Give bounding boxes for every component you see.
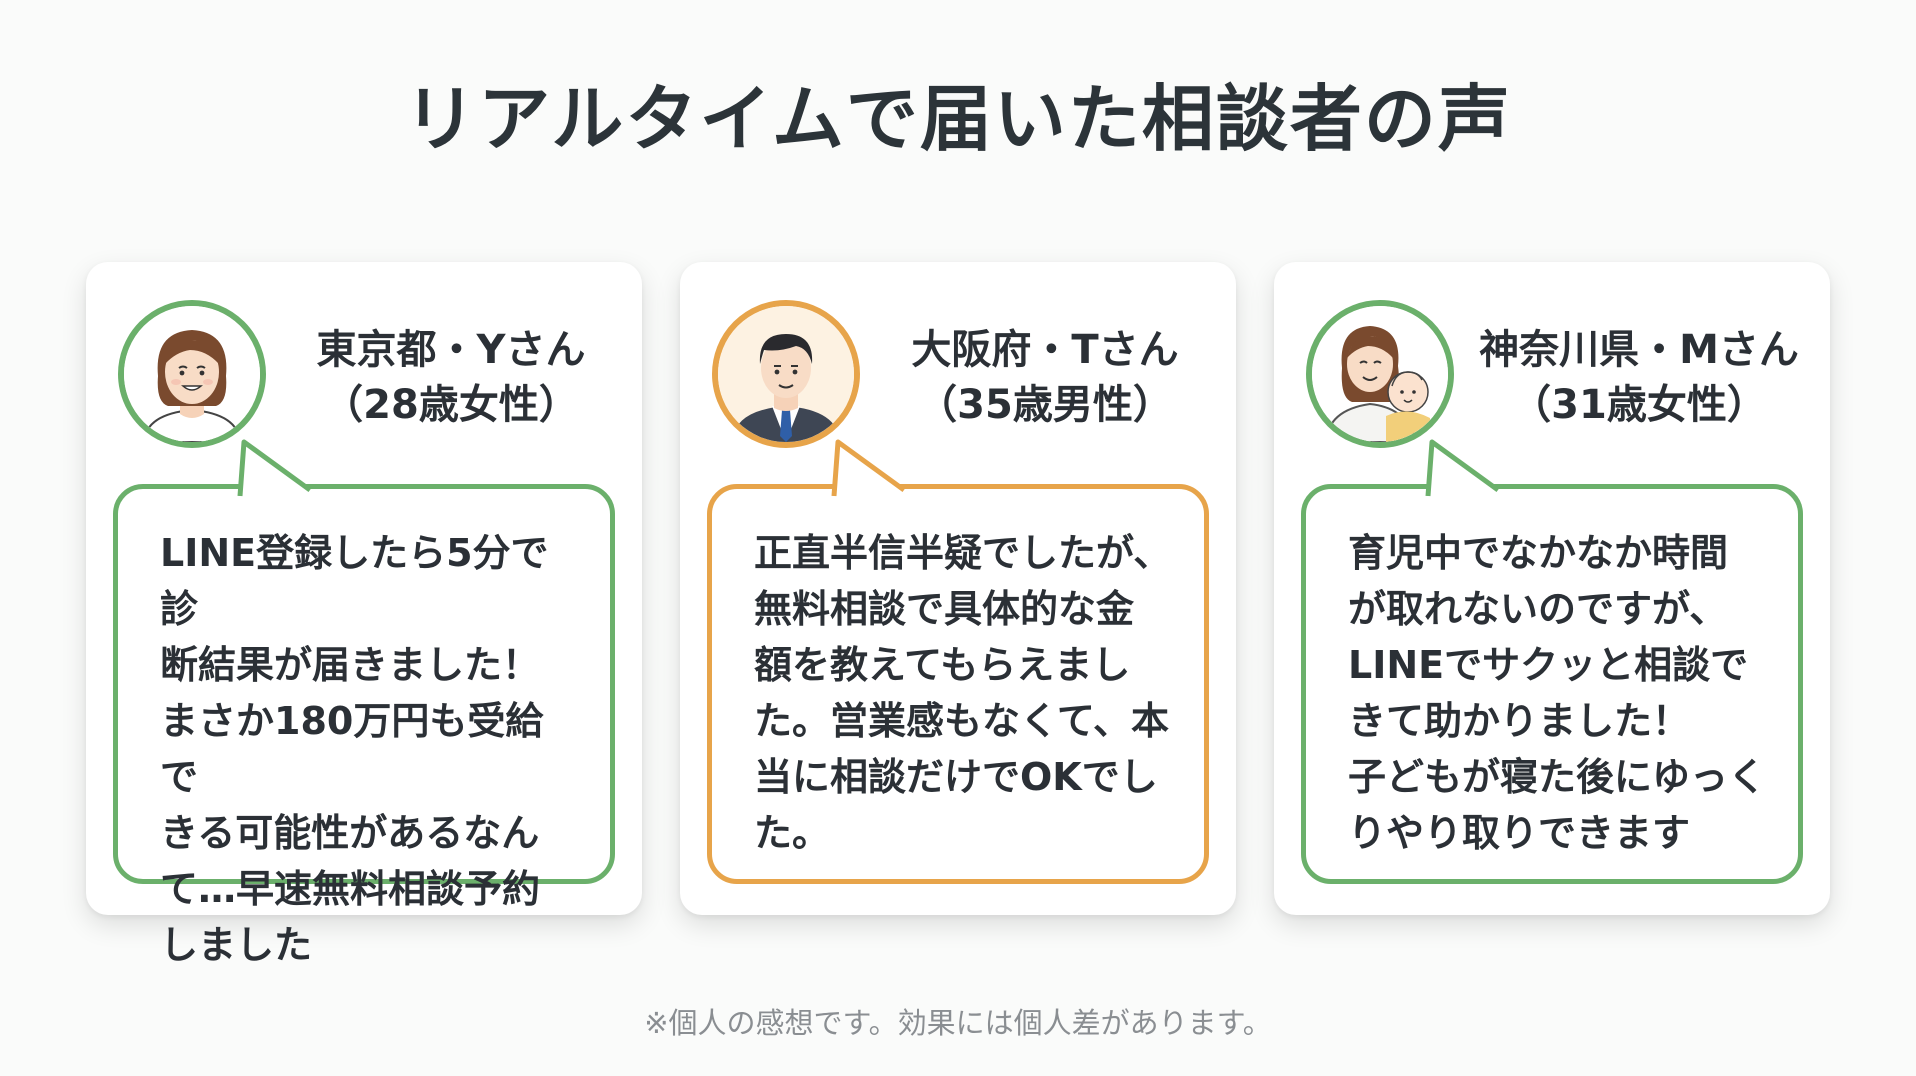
person-age: （28歳女性） [323,382,579,428]
testimonial-text: 正直半信半疑でしたが、 無料相談で具体的な金 額を教えてもらえまし た。営業感も… [754,531,1172,855]
speech-bubble-tail [1425,439,1500,497]
person-name: 神奈川県・Mさん [1479,327,1799,373]
mother-with-baby-avatar-icon [1306,300,1454,448]
speech-bubble: LINE登録したら5分で診 断結果が届きました！ まさか180万円も受給で きる… [113,484,615,967]
disclaimer-footnote: ※個人の感想です。効果には個人差があります。 [644,1006,1272,1040]
testimonial-card-2: 大阪府・Tさん （35歳男性） 正直半信半疑でしたが、 無料相談で具体的な金 額… [680,262,1236,915]
person-info: 神奈川県・Mさん （31歳女性） [1464,324,1814,434]
speech-bubble-tail [237,439,312,497]
person-name: 東京都・Yさん [316,327,586,373]
speech-bubble: 育児中でなかなか時間 が取れないのですが、 LINEでサクッと相談で きて助かり… [1301,484,1803,884]
woman-avatar-icon [118,300,266,448]
testimonial-text: 育児中でなかなか時間 が取れないのですが、 LINEでサクッと相談で きて助かり… [1348,531,1767,855]
testimonial-text: LINE登録したら5分で診 断結果が届きました！ まさか180万円も受給で きる… [160,531,549,967]
person-info: 大阪府・Tさん （35歳男性） [870,324,1220,434]
person-name: 大阪府・Tさん [911,327,1179,373]
speech-bubble: 正直半信半疑でしたが、 無料相談で具体的な金 額を教えてもらえまし た。営業感も… [707,484,1209,884]
page-title: リアルタイムで届いた相談者の声 [404,77,1512,161]
person-age: （31歳女性） [1511,382,1767,428]
person-age: （35歳男性） [917,382,1173,428]
speech-bubble-tail [831,439,906,497]
testimonial-card-3: 神奈川県・Mさん （31歳女性） 育児中でなかなか時間 が取れないのですが、 L… [1274,262,1830,915]
businessman-avatar-icon [712,300,860,448]
testimonial-card-1: 東京都・Yさん （28歳女性） LINE登録したら5分で診 断結果が届きました！… [86,262,642,967]
person-info: 東京都・Yさん （28歳女性） [276,324,626,434]
